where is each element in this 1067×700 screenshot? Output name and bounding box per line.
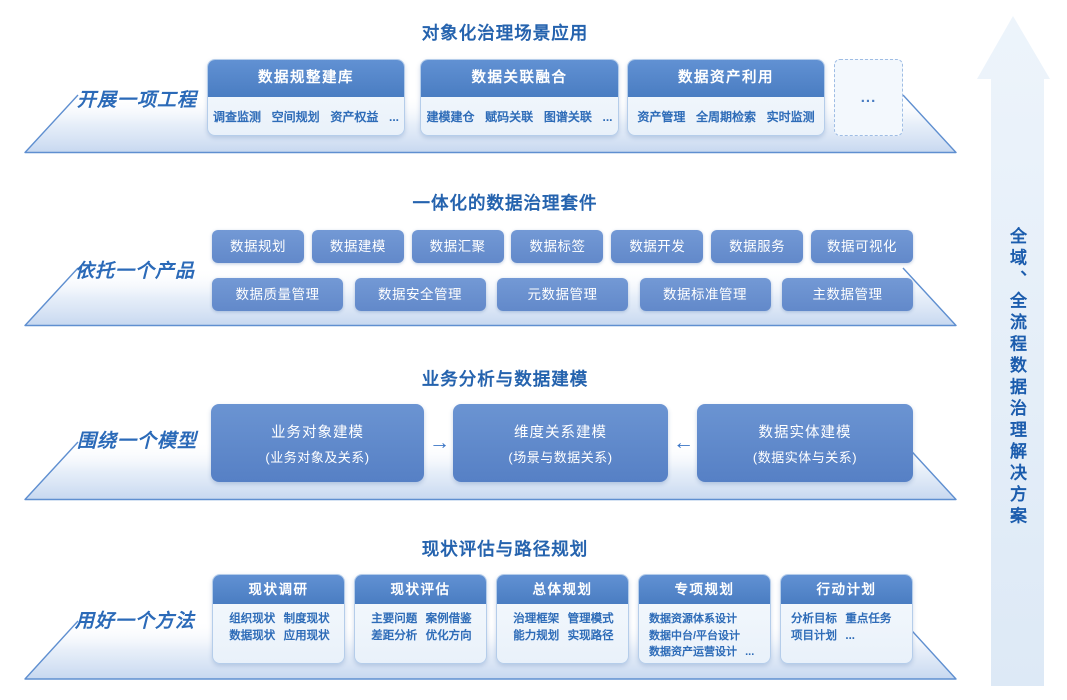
card-items: 资产管理 全周期检索 实时监测 <box>637 109 815 124</box>
card-title: 数据资产利用 <box>628 60 824 97</box>
model-subtitle: (业务对象及关系) <box>265 449 370 465</box>
suite-chip: 数据开发 <box>611 230 704 263</box>
card-title: 专项规划 <box>639 575 770 604</box>
card-items: 数据资源体系设计 数据中台/平台设计 数据资产运营设计 ... <box>649 613 755 658</box>
layer-4-label: 用好一个方法 <box>75 611 196 632</box>
suite-chip: 数据服务 <box>711 230 804 263</box>
suite-chip: 元数据管理 <box>497 278 628 311</box>
more-card: ... <box>834 59 903 136</box>
model-subtitle: (场景与数据关系) <box>508 449 613 465</box>
scenario-card: 数据资产利用 资产管理 全周期检索 实时监测 <box>627 59 825 136</box>
flow-arrow-right-icon: → <box>429 431 450 454</box>
suite-chip: 数据质量管理 <box>212 278 343 311</box>
layer-3-label: 围绕一个模型 <box>77 431 198 452</box>
suite-chip: 数据规划 <box>212 230 304 263</box>
method-row: 现状调研 组织现状 制度现状 数据现状 应用现状 现状评估 主要问题 案例借鉴 … <box>212 574 913 664</box>
method-card: 总体规划 治理框架 管理模式 能力规划 实现路径 <box>496 574 629 664</box>
model-box: 数据实体建模 (数据实体与关系) <box>697 404 913 482</box>
method-card: 行动计划 分析目标 重点任务 项目计划 ... <box>780 574 913 664</box>
layer-1-title: 对象化治理场景应用 <box>421 23 589 43</box>
method-card: 现状评估 主要问题 案例借鉴 差距分析 优化方向 <box>354 574 487 664</box>
suite-chip: 数据标准管理 <box>639 278 771 311</box>
suite-chip: 数据安全管理 <box>354 278 486 311</box>
card-items: 分析目标 重点任务 项目计划 ... <box>791 613 892 642</box>
card-title: 行动计划 <box>781 575 912 604</box>
card-title: 数据关联融合 <box>421 60 618 97</box>
model-title: 业务对象建模 <box>271 424 364 441</box>
suite-chip: 数据标签 <box>511 230 604 263</box>
layer-1-label: 开展一项工程 <box>77 90 198 111</box>
solution-arrow-label: 全域、全流程数据治理解决方案 <box>1007 227 1026 528</box>
model-title: 数据实体建模 <box>758 424 852 441</box>
layer-3-title: 业务分析与数据建模 <box>421 369 589 389</box>
layer-4-title: 现状评估与路径规划 <box>421 539 589 559</box>
card-items: 主要问题 案例借鉴 差距分析 优化方向 <box>371 613 472 642</box>
card-items: 调查监测 空间规划 资产权益 ... <box>212 109 399 124</box>
card-items: 治理框架 管理模式 能力规划 实现路径 <box>513 613 614 642</box>
model-box: 维度关系建模 (场景与数据关系) <box>453 404 668 482</box>
card-title: 现状评估 <box>355 575 486 604</box>
flow-arrow-left-icon: ← <box>673 431 694 454</box>
layer-2-title: 一体化的数据治理套件 <box>412 193 598 213</box>
method-card: 现状调研 组织现状 制度现状 数据现状 应用现状 <box>212 574 345 664</box>
suite-chip: 数据可视化 <box>810 230 913 263</box>
scenario-card: 数据规整建库 调查监测 空间规划 资产权益 ... <box>207 59 405 136</box>
layer-2-label: 依托一个产品 <box>75 261 196 282</box>
suite-row-1: 数据规划 数据建模 数据汇聚 数据标签 数据开发 数据服务 数据可视化 <box>212 230 913 263</box>
scenario-card: 数据关联融合 建模建仓 赋码关联 图谱关联 ... <box>420 59 619 136</box>
card-items: 组织现状 制度现状 数据现状 应用现状 <box>229 613 330 642</box>
card-title: 现状调研 <box>213 575 344 604</box>
card-title: 总体规划 <box>497 575 628 604</box>
suite-chip: 主数据管理 <box>782 278 913 311</box>
model-box: 业务对象建模 (业务对象及关系) <box>211 404 424 482</box>
suite-row-2: 数据质量管理 数据安全管理 元数据管理 数据标准管理 主数据管理 <box>212 278 913 311</box>
method-card: 专项规划 数据资源体系设计 数据中台/平台设计 数据资产运营设计 ... <box>638 574 771 664</box>
model-title: 维度关系建模 <box>514 424 607 441</box>
suite-chip: 数据建模 <box>311 230 404 263</box>
card-title: 数据规整建库 <box>208 60 404 97</box>
up-arrow-shape <box>977 16 1050 686</box>
suite-chip: 数据汇聚 <box>411 230 504 263</box>
model-subtitle: (数据实体与关系) <box>752 449 858 465</box>
card-items: 建模建仓 赋码关联 图谱关联 ... <box>426 109 613 124</box>
